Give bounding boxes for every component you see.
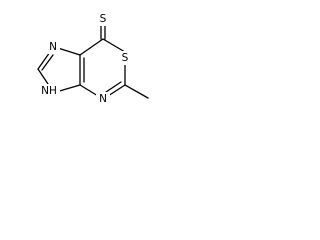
- bond-c7a-c7: [79, 38, 104, 56]
- atom-s-ring: S: [118, 51, 132, 65]
- bond-c7-s6: [102, 38, 126, 53]
- bond-c5-n4-a: [107, 84, 126, 97]
- bond-c5-n4-b: [105, 81, 122, 93]
- bond-n1-c2-a: [37, 51, 51, 70]
- atom-n-imine: N: [96, 92, 110, 106]
- bond-c7a-n1: [57, 47, 81, 56]
- bond-n4-c3a: [79, 84, 99, 97]
- bond-layer: [37, 24, 149, 99]
- bond-c2-n3: [37, 68, 49, 85]
- atom-s-thione: S: [96, 12, 110, 26]
- atom-layer: S S N N NH: [38, 12, 132, 106]
- atom-s-ring-label: S: [122, 52, 129, 64]
- atom-nh: NH: [38, 84, 60, 98]
- atom-n-ring-top: N: [46, 40, 60, 54]
- molecule-structure-diagram: S S N N NH: [37, 12, 149, 106]
- atom-s-thione-label: S: [100, 13, 107, 25]
- bond-c5-methyl: [124, 84, 149, 99]
- bond-n1-c2-b: [41, 54, 54, 71]
- atom-nh-label: NH: [41, 85, 57, 97]
- atom-n-ring-top-label: N: [49, 41, 57, 53]
- atom-n-imine-label: N: [99, 93, 107, 105]
